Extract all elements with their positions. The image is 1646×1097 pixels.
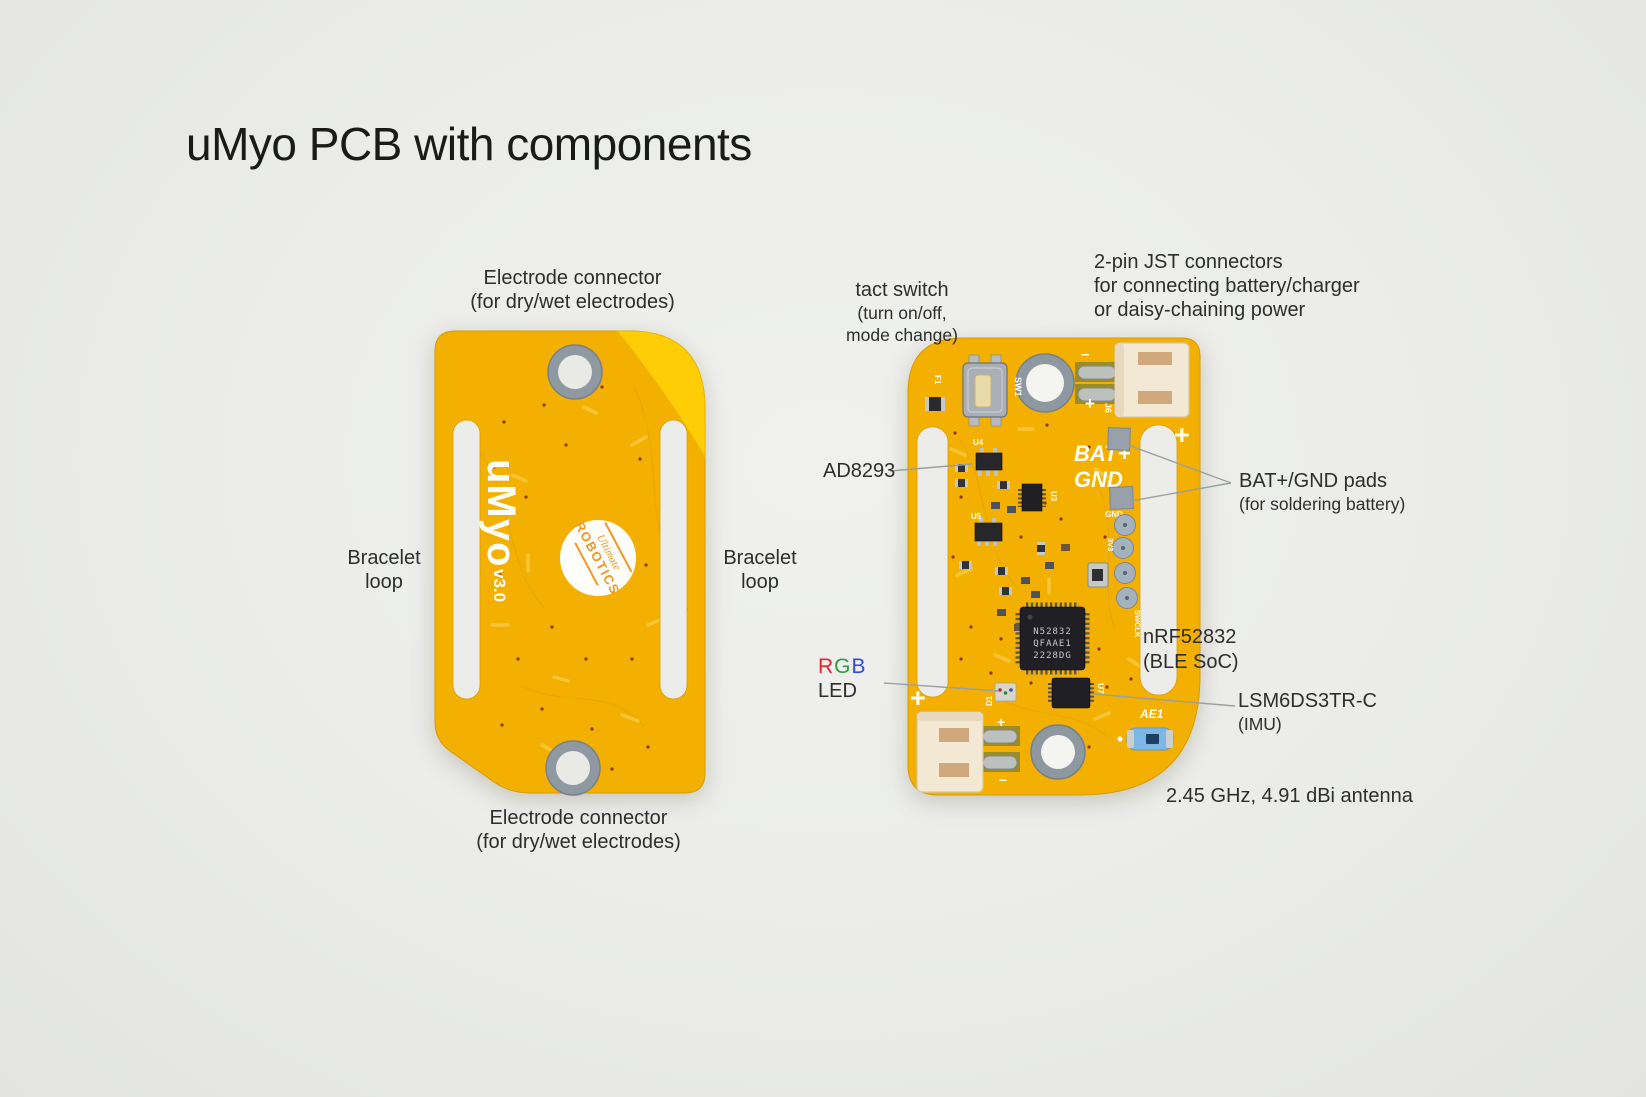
silk-d1: D1 [985, 695, 994, 706]
left-electrode-hole-top [547, 344, 603, 400]
silk-u5: U5 [971, 512, 982, 521]
label-line: tact switch [855, 279, 949, 301]
left-bracelet-slot-left [452, 419, 481, 700]
jst-connector-bottom[interactable] [916, 711, 1020, 793]
right-pcb-graphic: SW1 F1 J6 – + + BAT+ GND GND [907, 337, 1201, 796]
nrf52832-chip: N52832 QFAAE1 2228DG [1015, 602, 1090, 675]
label-line: LSM6DS3TR-C [1238, 690, 1377, 712]
component-d3 [925, 397, 945, 411]
left-silk-version: v3.0 [490, 569, 509, 602]
left-bracelet-slot-right [659, 419, 688, 700]
component-u3 [1018, 483, 1046, 512]
imu-chip [1048, 677, 1094, 709]
label-line: Electrode connector [489, 807, 668, 829]
label-line: nRF52832 [1143, 626, 1237, 648]
label-line: LED [818, 680, 857, 702]
label-nrf52832: nRF52832 (BLE SoC) [1143, 625, 1239, 675]
silk-3v3: 3V3 [1106, 538, 1115, 551]
label-line: (IMU) [1238, 714, 1282, 734]
rgb-led-component [994, 682, 1017, 702]
chip-marking-line1: N52832 [1033, 627, 1072, 637]
silk-plus-right-edge: + [1174, 420, 1190, 450]
label-line: Bracelet [347, 547, 421, 569]
left-silk-name: uMyo [479, 459, 523, 567]
bat-plus-pad [1107, 427, 1131, 451]
label-line: 2-pin JST connectors [1094, 251, 1283, 273]
silk-minus-bottom-jst: – [999, 771, 1007, 787]
label-line: or daisy-chaining power [1094, 299, 1306, 321]
chip-marking-line2: QFAAE1 [1033, 639, 1072, 649]
silk-minus-top: – [1081, 346, 1089, 363]
right-bracelet-slot-left [916, 426, 949, 698]
label-antenna: 2.45 GHz, 4.91 dBi antenna [1166, 785, 1413, 807]
silk-u7: U7 [1096, 683, 1106, 694]
test-pads [1112, 514, 1138, 609]
left-electrode-hole-bottom [545, 740, 601, 796]
left-pcb-flap [616, 330, 706, 459]
silk-plus-top: + [1085, 394, 1095, 413]
silk-plus-bottom-left: + [910, 683, 926, 713]
label-electrode-bottom: Electrode connector (for dry/wet electro… [426, 806, 731, 854]
label-line: loop [741, 571, 779, 593]
chip-antenna [1117, 727, 1174, 751]
label-tact-switch: tact switch (turn on/off, mode change) [802, 278, 1002, 346]
left-pcb-graphic: uMyo v3.0 Ultimate ROBOTICS [434, 330, 706, 796]
component-crystal [1087, 562, 1109, 588]
silk-u3: U3 [1049, 491, 1058, 502]
label-bracelet-right: Bracelet loop [710, 546, 810, 594]
label-line: (BLE SoC) [1143, 651, 1239, 673]
label-line: (for dry/wet electrodes) [470, 291, 675, 313]
rgb-letter-r: R [818, 655, 835, 678]
left-pcb-traces [473, 385, 688, 771]
label-line: (for soldering battery) [1239, 494, 1406, 514]
silk-sw1: SW1 [1013, 377, 1023, 397]
silk-plus-bottom-jst: + [997, 714, 1005, 730]
label-line: loop [365, 571, 403, 593]
silk-f1: F1 [933, 375, 942, 385]
rgb-letter-g: G [834, 655, 852, 678]
label-imu: LSM6DS3TR-C (IMU) [1238, 689, 1377, 735]
label-bracelet-left: Bracelet loop [334, 546, 434, 594]
rgb-letter-b: B [851, 655, 867, 678]
label-rgb-led: RGB LED [818, 655, 867, 703]
label-line: (turn on/off, [857, 303, 947, 323]
label-line: RGB [818, 655, 867, 679]
label-electrode-top: Electrode connector (for dry/wet electro… [420, 266, 725, 314]
label-line: (for dry/wet electrodes) [476, 831, 681, 853]
right-electrode-hole-bottom [1030, 724, 1086, 780]
component-u5 [974, 518, 1003, 546]
silk-ae1: AE1 [1139, 707, 1164, 721]
label-line: Bracelet [723, 547, 797, 569]
label-bat-gnd-pads: BAT+/GND pads (for soldering battery) [1239, 469, 1499, 515]
gnd-pad [1109, 486, 1134, 510]
silk-pad-gnd: GND [1105, 510, 1123, 519]
label-ad8293: AD8293 [823, 460, 896, 482]
silk-swclk: SWCLK [1133, 610, 1142, 638]
silk-j6: J6 [1103, 403, 1113, 413]
component-u4 [975, 448, 1003, 476]
silk-u4: U4 [973, 438, 984, 447]
label-line: mode change) [846, 325, 958, 345]
label-jst-connectors: 2-pin JST connectors for connecting batt… [1094, 250, 1414, 322]
label-line: for connecting battery/charger [1094, 275, 1360, 297]
logo-circle [560, 520, 636, 596]
label-line: BAT+/GND pads [1239, 470, 1388, 492]
chip-marking-line3: 2228DG [1033, 651, 1072, 661]
label-line: Electrode connector [483, 267, 662, 289]
page-title: uMyo PCB with components [186, 118, 752, 170]
tact-switch-button[interactable] [974, 374, 992, 408]
tact-switch[interactable] [962, 354, 1008, 427]
jst-connector-top[interactable] [1075, 342, 1190, 418]
right-electrode-hole-top [1015, 353, 1075, 413]
